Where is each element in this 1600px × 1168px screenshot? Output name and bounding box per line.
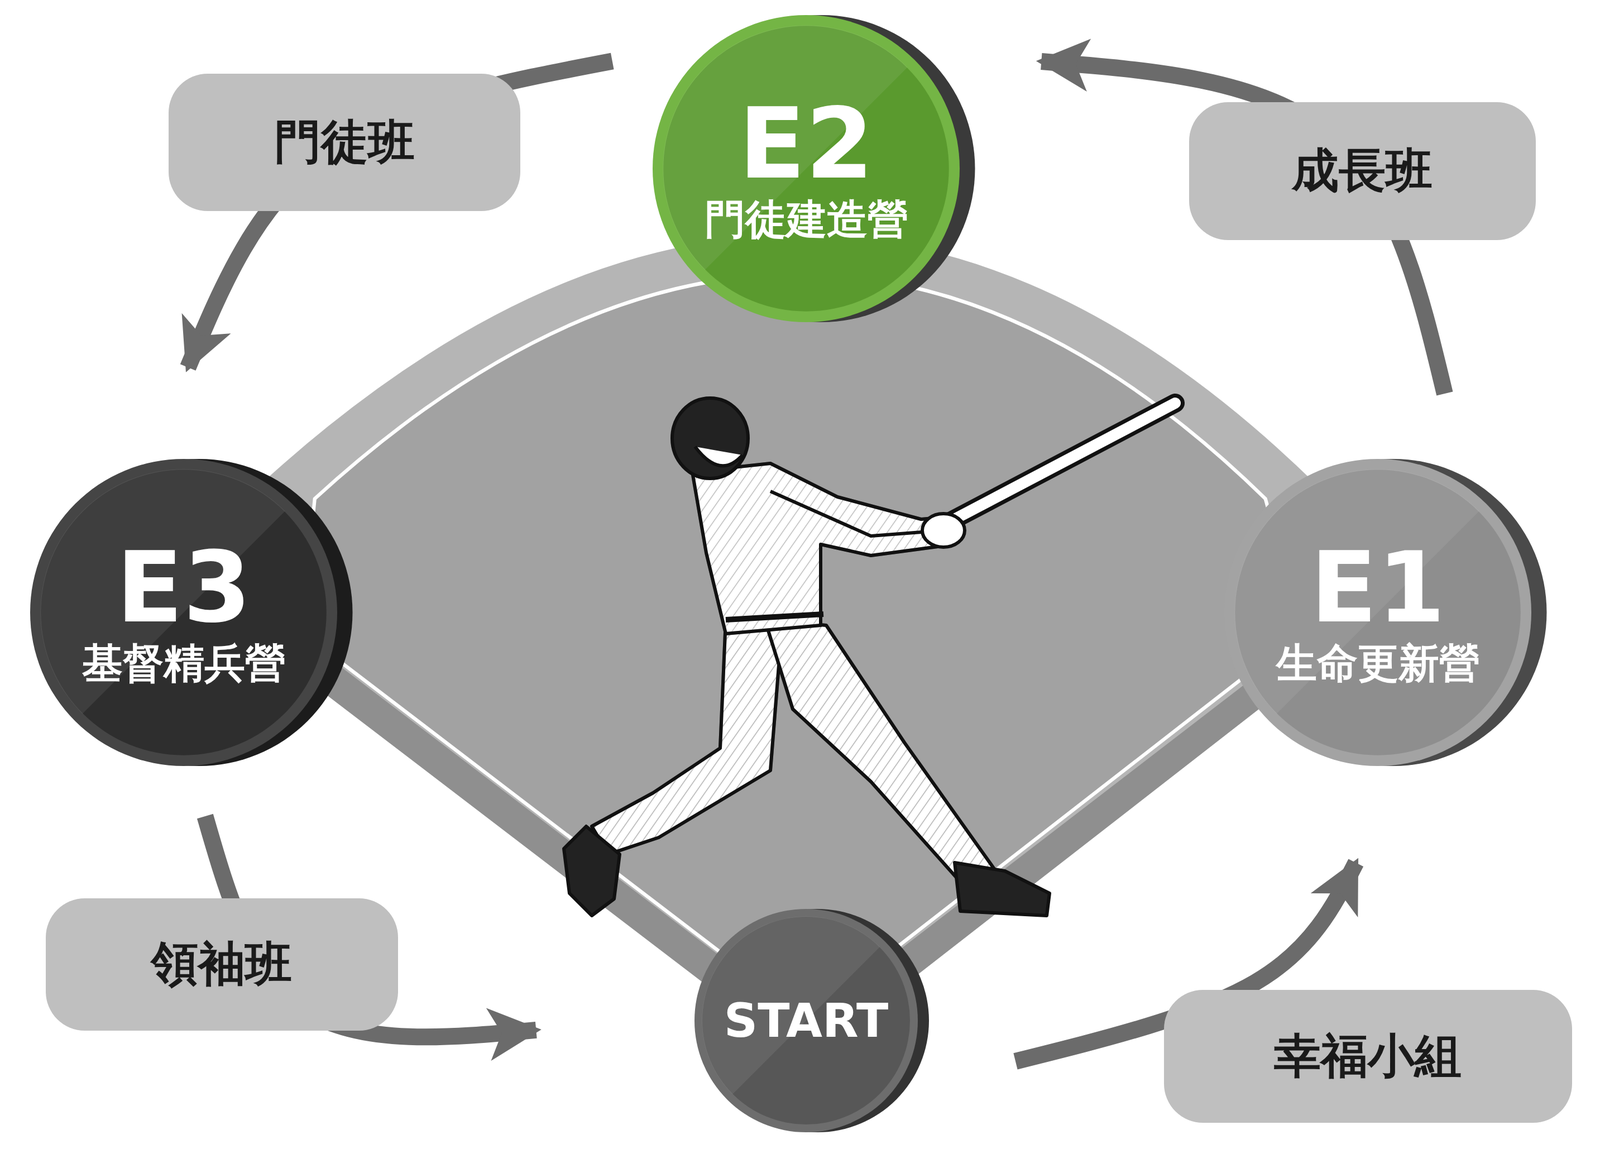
stage-code: START bbox=[724, 997, 889, 1044]
stage-code: E1 bbox=[1310, 538, 1445, 637]
edge-label: 門徒班 bbox=[274, 110, 415, 175]
circle-sheen bbox=[662, 25, 908, 270]
stage-code: E2 bbox=[738, 94, 874, 193]
stage-circle: E2門徒建造營 bbox=[652, 15, 960, 323]
stage-circle: E1生命更新營 bbox=[1224, 458, 1532, 766]
edge-label-pill: 領袖班 bbox=[45, 898, 399, 1031]
circle-rim bbox=[1224, 458, 1532, 766]
edge-label-pill: 幸福小組 bbox=[1163, 989, 1573, 1123]
circle-face bbox=[663, 25, 950, 312]
circle-face bbox=[702, 916, 910, 1125]
edge-label: 領袖班 bbox=[151, 932, 292, 996]
start-circle: START bbox=[694, 908, 918, 1133]
circle-rim bbox=[652, 15, 960, 323]
stage-code: E3 bbox=[116, 538, 251, 637]
circle-text: START bbox=[694, 908, 918, 1133]
field-inner bbox=[300, 274, 1302, 1018]
circle-text: E2門徒建造營 bbox=[652, 15, 960, 323]
circle-sheen bbox=[1234, 468, 1479, 714]
edge-label: 成長班 bbox=[1291, 139, 1433, 203]
edge-label-pill: 門徒班 bbox=[168, 73, 521, 212]
circle-sheen bbox=[40, 468, 285, 714]
stage-circle: E3基督精兵營 bbox=[30, 458, 338, 766]
stage-name: 門徒建造營 bbox=[704, 195, 909, 243]
edge-label-pill: 成長班 bbox=[1189, 102, 1536, 241]
circle-face bbox=[40, 469, 327, 756]
batter-illustration bbox=[563, 398, 1176, 916]
edge-label: 幸福小組 bbox=[1273, 1024, 1462, 1089]
circle-text: E3基督精兵營 bbox=[30, 458, 338, 766]
circle-rim bbox=[30, 458, 338, 766]
circle-rim bbox=[694, 908, 918, 1133]
circle-face bbox=[1234, 469, 1521, 756]
stage-name: 生命更新營 bbox=[1276, 639, 1480, 687]
stage-name: 基督精兵營 bbox=[82, 639, 286, 687]
circle-text: E1生命更新營 bbox=[1224, 458, 1532, 766]
